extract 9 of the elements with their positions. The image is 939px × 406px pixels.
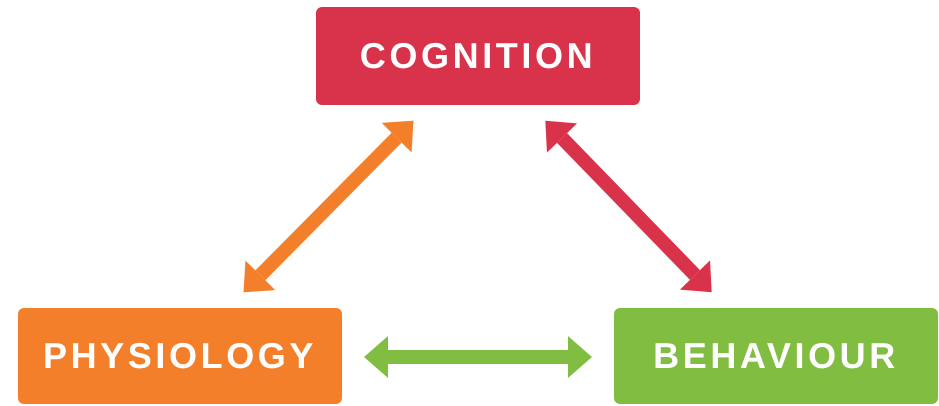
double-headed-arrow <box>545 120 712 292</box>
concept-box <box>18 308 342 404</box>
double-headed-arrow <box>364 336 592 378</box>
double-headed-arrow <box>243 120 414 292</box>
concept-label: COGNITION <box>360 38 596 74</box>
concept-box <box>614 308 938 404</box>
concept-box <box>316 7 640 105</box>
concept-label: PHYSIOLOGY <box>42 338 318 374</box>
concept-label: BEHAVIOUR <box>653 338 899 374</box>
